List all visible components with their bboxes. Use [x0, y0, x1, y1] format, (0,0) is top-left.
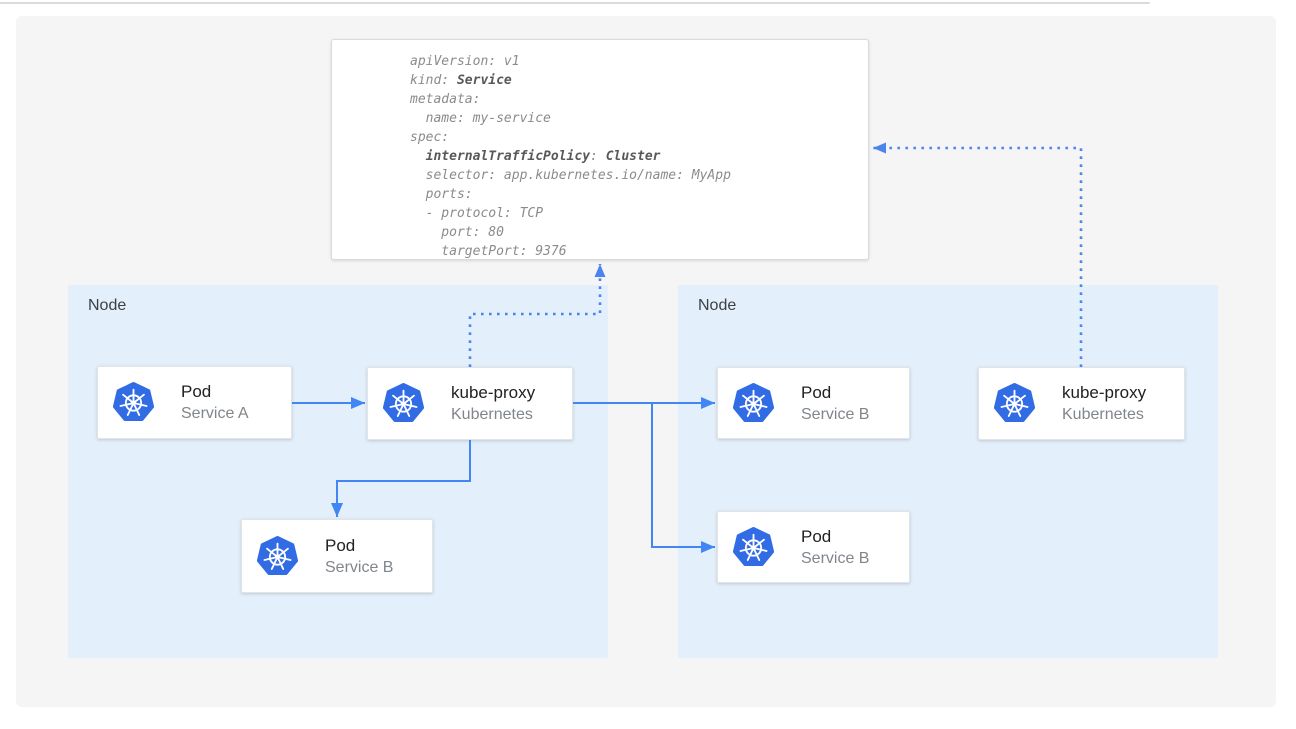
card-kube-proxy-node2: kube-proxy Kubernetes: [978, 367, 1185, 440]
card-subtitle: Service B: [325, 558, 394, 576]
kubernetes-icon: [257, 536, 298, 577]
yaml-line: kind: Service: [410, 71, 858, 90]
yaml-line: ports:: [410, 185, 858, 204]
yaml-segment: metadata:: [410, 92, 481, 107]
yaml-segment: :: [590, 149, 606, 164]
yaml-line: apiVersion: v1: [410, 52, 858, 71]
kubernetes-icon: [733, 527, 774, 568]
node-box-2: Node: [678, 285, 1218, 658]
yaml-segment: selector: app.kubernetes.io/name: MyApp: [410, 168, 731, 183]
yaml-segment: kind:: [410, 73, 457, 88]
yaml-segment: Service: [456, 73, 512, 88]
yaml-segment: ports:: [410, 187, 473, 202]
card-pod-service-b-node2-bottom: Pod Service B: [717, 511, 910, 583]
kubernetes-icon: [733, 383, 774, 424]
node-box-1: Node: [68, 285, 608, 658]
yaml-manifest-card: apiVersion: v1 kind: Service metadata: n…: [331, 39, 869, 260]
node-label: Node: [88, 297, 127, 314]
yaml-segment: port: 80: [410, 225, 504, 240]
card-subtitle: Service A: [181, 405, 249, 422]
yaml-line: - protocol: TCP: [410, 204, 858, 223]
kubernetes-icon: [113, 382, 154, 423]
yaml-line: port: 80: [410, 223, 858, 242]
card-title: Pod: [181, 382, 212, 401]
kubernetes-icon: [994, 383, 1035, 424]
kubernetes-icon: [383, 383, 424, 424]
yaml-segment: [410, 149, 426, 164]
card-title: Pod: [801, 382, 832, 402]
card-pod-service-b-node1: Pod Service B: [241, 519, 433, 593]
card-title: kube-proxy: [451, 383, 536, 402]
card-subtitle: Kubernetes: [451, 406, 533, 423]
card-subtitle: Service B: [801, 549, 870, 567]
yaml-segment: internalTrafficPolicy: [425, 149, 591, 164]
yaml-line: internalTrafficPolicy: Cluster: [410, 147, 858, 166]
top-divider-line: [0, 2, 1150, 4]
card-subtitle: Service B: [801, 405, 870, 423]
card-kube-proxy-node1: kube-proxy Kubernetes: [367, 367, 573, 440]
card-title: kube-proxy: [1062, 383, 1147, 402]
yaml-segment: - protocol: TCP: [410, 206, 544, 221]
yaml-segment: name: my-service: [410, 111, 551, 126]
node-label: Node: [698, 297, 737, 314]
card-subtitle: Kubernetes: [1062, 406, 1144, 423]
yaml-line: targetPort: 9376: [410, 242, 858, 261]
yaml-line: spec:: [410, 128, 858, 147]
card-title: Pod: [801, 526, 832, 546]
yaml-line: selector: app.kubernetes.io/name: MyApp: [410, 166, 858, 185]
card-pod-service-b-node2-top: Pod Service B: [717, 367, 910, 439]
yaml-segment: spec:: [410, 130, 450, 145]
card-pod-service-a: Pod Service A: [97, 366, 292, 439]
yaml-segment: Cluster: [605, 149, 661, 164]
yaml-line: name: my-service: [410, 109, 858, 128]
yaml-line: metadata:: [410, 90, 858, 109]
card-title: Pod: [325, 535, 356, 555]
yaml-segment: apiVersion: v1: [410, 54, 520, 69]
yaml-segment: targetPort: 9376: [410, 244, 567, 259]
